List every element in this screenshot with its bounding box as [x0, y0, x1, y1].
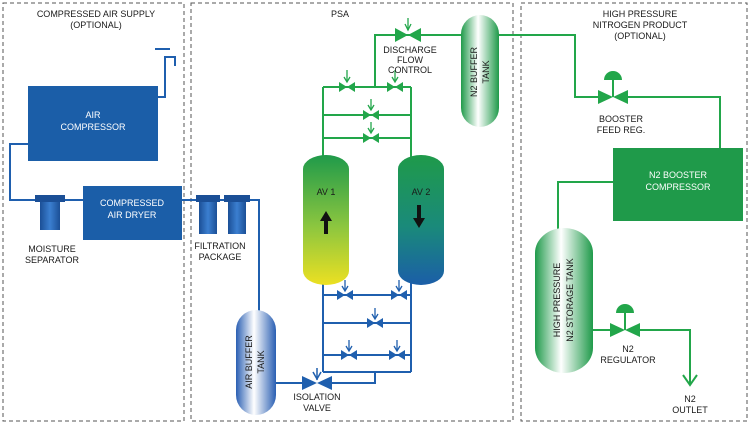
n2-buffer-tank-label-1: N2 BUFFER	[469, 47, 479, 98]
moisture-separator-label-1: MOISTURE	[28, 244, 76, 254]
booster-feed-reg-label-2: FEED REG.	[597, 125, 646, 135]
section-title-hp-1: HIGH PRESSURE	[603, 9, 678, 19]
green-valve-icon	[363, 133, 379, 143]
high-pressure-product-section	[520, 2, 748, 422]
green-valve-icon	[339, 82, 355, 92]
air-dryer-label-2: AIR DRYER	[108, 210, 157, 220]
compressed-air-dryer	[83, 186, 182, 240]
green-valve-icon	[363, 110, 379, 120]
moisture-separator	[35, 195, 65, 230]
isolation-valve-label-2: VALVE	[303, 403, 331, 413]
psa-section	[190, 2, 514, 422]
moisture-separator-label-2: SEPARATOR	[25, 255, 80, 265]
n2-buffer-tank-label-2: TANK	[481, 60, 491, 83]
n2-outlet-label-2: OUTLET	[672, 405, 708, 415]
filtration-package-label-2: PACKAGE	[199, 252, 242, 262]
section-title-psa: PSA	[331, 9, 349, 19]
av2-label: AV 2	[412, 187, 431, 197]
discharge-flow-control-label-2: FLOW	[397, 55, 424, 65]
air-buffer-tank-label-1: AIR BUFFER	[244, 335, 254, 389]
n2-regulator-label-1: N2	[622, 344, 634, 354]
section-title-air-supply-1: COMPRESSED AIR SUPPLY	[37, 9, 155, 19]
air-buffer-tank-label-2: TANK	[256, 350, 266, 373]
air-compressor-label-1: AIR	[85, 110, 101, 120]
air-dryer-label-1: COMPRESSED	[100, 198, 165, 208]
n2-booster-compressor	[613, 148, 743, 221]
air-compressor	[28, 86, 158, 161]
n2-regulator-label-2: REGULATOR	[600, 355, 656, 365]
discharge-flow-control-label-1: DISCHARGE	[383, 45, 437, 55]
discharge-flow-control-label-3: CONTROL	[388, 65, 432, 75]
hp-n2-storage-tank	[535, 228, 593, 373]
psa-top-valves	[339, 70, 403, 143]
green-valve-icon	[387, 82, 403, 92]
filtration-package	[196, 195, 250, 234]
psa-bottom-valves	[337, 280, 407, 360]
booster-feed-reg-label-1: BOOSTER	[599, 114, 644, 124]
isolation-valve	[302, 368, 332, 390]
section-title-hp-2: NITROGEN PRODUCT	[593, 20, 688, 30]
av1-label: AV 1	[317, 187, 336, 197]
n2-buffer-tank	[461, 15, 499, 127]
air-compressor-label-2: COMPRESSOR	[60, 122, 126, 132]
upward-flow-arrow-icon	[320, 211, 332, 234]
n2-booster-label-2: COMPRESSOR	[645, 182, 711, 192]
n2-booster-label-1: N2 BOOSTER	[649, 170, 708, 180]
n2-piping	[322, 34, 721, 387]
isolation-valve-label-1: ISOLATION	[293, 392, 340, 402]
section-title-hp-3: (OPTIONAL)	[614, 31, 666, 41]
air-buffer-tank	[236, 310, 276, 415]
booster-feed-regulator	[598, 71, 628, 104]
filtration-package-label-1: FILTRATION	[194, 241, 245, 251]
hp-storage-tank-label-1: HIGH PRESSURE	[552, 263, 562, 338]
section-title-air-supply-2: (OPTIONAL)	[70, 20, 122, 30]
hp-storage-tank-label-2: N2 STORAGE TANK	[565, 258, 575, 342]
compressed-air-supply-section	[2, 2, 185, 422]
discharge-flow-control-valve	[395, 18, 421, 42]
n2-outlet-label-1: N2	[684, 394, 696, 404]
n2-regulator	[610, 304, 640, 337]
downward-flow-arrow-icon	[413, 205, 425, 228]
